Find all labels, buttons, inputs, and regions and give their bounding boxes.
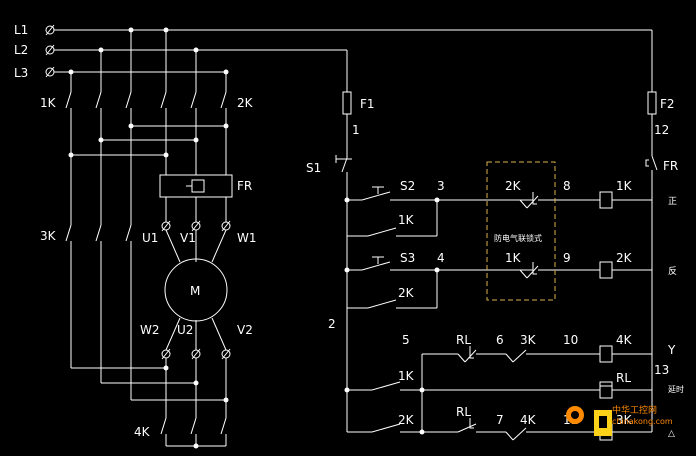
control-circuit: F1 1 S1 2 F2 12 FR S xyxy=(306,30,684,441)
node-10: 10 xyxy=(563,333,578,347)
contactor-2k-contacts xyxy=(160,91,227,112)
label-hold-2k: 2K xyxy=(398,286,415,300)
label-aux-1k: 1K xyxy=(398,369,415,383)
timer-contact-rl-nc xyxy=(457,346,477,363)
label-u1: U1 xyxy=(142,231,158,245)
watermark-logo: 中华工控网 chinakong.com xyxy=(566,404,673,436)
label-rl-1: RL xyxy=(456,333,471,347)
supply-lines: L1 L2 L3 xyxy=(14,23,652,80)
terminals-u2-v2-w2 xyxy=(161,348,231,360)
label-4k-contact: 4K xyxy=(520,413,537,427)
thermal-contact-fr xyxy=(645,155,658,176)
contactor-3k-contacts xyxy=(65,224,132,245)
thermal-relay-fr xyxy=(159,174,233,198)
label-f1: F1 xyxy=(360,97,375,111)
hold-contact-1k xyxy=(367,227,397,237)
contactor-4k-contacts xyxy=(160,417,227,449)
coil-1k xyxy=(599,191,613,209)
label-s2: S2 xyxy=(400,179,415,193)
label-w1: W1 xyxy=(237,231,257,245)
line-label-l3: L3 xyxy=(14,66,28,80)
line-label-l2: L2 xyxy=(14,43,28,57)
interlock-contact-4k xyxy=(505,427,527,441)
aux-contact-1k xyxy=(371,381,401,391)
label-v2: V2 xyxy=(237,323,253,337)
node-9: 9 xyxy=(563,251,571,265)
label-forward: 正 xyxy=(668,197,677,207)
fuse-f2 xyxy=(647,91,657,115)
node-12: 12 xyxy=(654,123,669,137)
node-1: 1 xyxy=(352,123,360,137)
label-delta: △ xyxy=(668,429,675,439)
label-s1: S1 xyxy=(306,161,321,175)
terminal-l2 xyxy=(45,44,55,56)
timer-coil-rl xyxy=(599,381,613,399)
watermark-sub: chinakong.com xyxy=(612,417,673,426)
label-timer-rl: RL xyxy=(616,371,631,385)
contactor-1k-contacts xyxy=(65,91,132,112)
coil-2k xyxy=(599,261,613,279)
label-reverse: 反 xyxy=(668,266,677,277)
label-coil-1k: 1K xyxy=(616,179,633,193)
label-interlock-2k: 2K xyxy=(505,179,522,193)
label-v1: V1 xyxy=(180,231,196,245)
label-s3: S3 xyxy=(400,251,415,265)
line-label-l1: L1 xyxy=(14,23,28,37)
label-fr-control: FR xyxy=(663,159,678,173)
interlock-contact-2k xyxy=(519,192,539,209)
label-1k-power: 1K xyxy=(40,96,57,110)
interlock-contact-1k xyxy=(519,262,539,279)
label-3k-power: 3K xyxy=(40,229,57,243)
label-w2: W2 xyxy=(140,323,160,337)
stop-button-s1 xyxy=(335,155,352,178)
node-2: 2 xyxy=(328,317,336,331)
label-coil-2k: 2K xyxy=(616,251,633,265)
label-aux-2k: 2K xyxy=(398,413,415,427)
motor-label: M xyxy=(190,284,200,298)
label-f2: F2 xyxy=(660,97,675,111)
label-rl-2: RL xyxy=(456,405,471,419)
interlock-box-label: 防电气联锁式 xyxy=(494,233,542,243)
label-coil-4k: 4K xyxy=(616,333,633,347)
label-timer-delay: 延时 xyxy=(668,384,684,394)
label-u2: U2 xyxy=(177,323,193,337)
terminals-u1-v1-w1 xyxy=(161,220,231,232)
watermark-text: 中华工控网 xyxy=(612,404,657,416)
node-8: 8 xyxy=(563,179,571,193)
label-4k-power: 4K xyxy=(134,425,151,439)
start-button-s2 xyxy=(361,186,391,201)
terminal-l1 xyxy=(45,24,55,36)
node-4: 4 xyxy=(437,251,445,265)
label-2k-power: 2K xyxy=(237,96,254,110)
label-3k-contact: 3K xyxy=(520,333,537,347)
label-fr-power: FR xyxy=(237,179,252,193)
timer-contact-rl-no xyxy=(457,418,477,433)
aux-contact-2k xyxy=(371,423,401,433)
interlock-box xyxy=(486,161,556,301)
node-7: 7 xyxy=(496,413,504,427)
terminal-l3 xyxy=(45,66,55,78)
interlock-contact-3k xyxy=(505,349,527,363)
power-circuit: 1K 2K FR U1 V1 xyxy=(40,30,257,449)
start-button-s3 xyxy=(361,256,391,271)
label-star: Y xyxy=(667,343,676,357)
label-hold-1k: 1K xyxy=(398,213,415,227)
node-3: 3 xyxy=(437,179,445,193)
coil-4k xyxy=(599,345,613,363)
node-13: 13 xyxy=(654,363,669,377)
label-coil-3k: 3K xyxy=(616,413,633,427)
hold-contact-2k xyxy=(367,299,397,309)
node-6: 6 xyxy=(496,333,504,347)
label-interlock-1k: 1K xyxy=(505,251,522,265)
node-5: 5 xyxy=(402,333,410,347)
fuse-f1 xyxy=(342,91,352,115)
